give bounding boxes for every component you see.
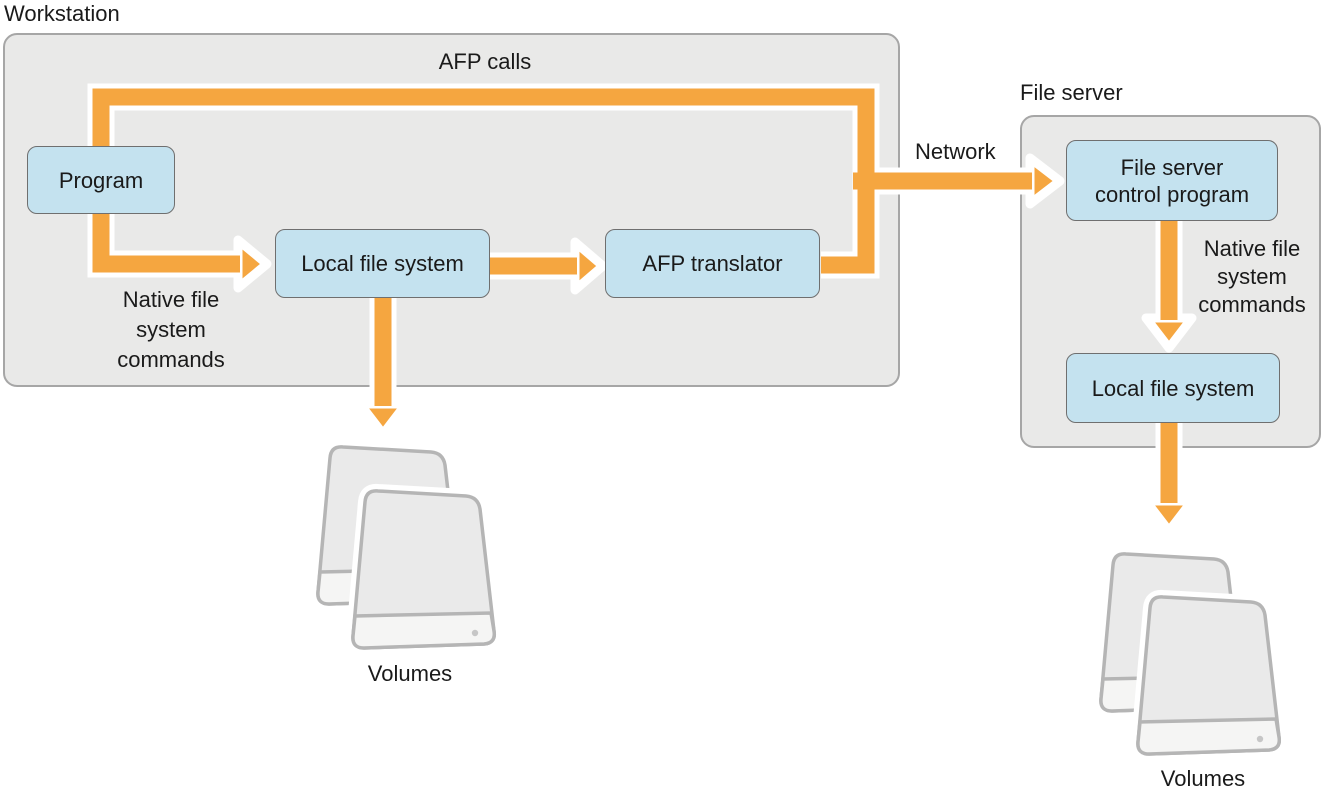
control-program-label-line: control program: [1094, 181, 1250, 207]
volume-drive-icon: [345, 483, 502, 656]
file-server-volumes-icon: [1099, 552, 1287, 762]
control-program-label-line: File server: [1120, 154, 1224, 180]
native-commands-arrowhead: [233, 235, 272, 293]
annotation-line: commands: [1198, 292, 1306, 317]
file-server-native-commands-annotation: Native file system commands: [1198, 235, 1306, 319]
workstation-title: Workstation: [4, 1, 120, 26]
afp-translator-label: AFP translator: [642, 251, 783, 276]
annotation-line: system: [136, 317, 206, 342]
workstation-local-file-system-node: Local file system: [275, 229, 490, 298]
file-server-local-file-system-node: Local file system: [1066, 353, 1280, 423]
file-server-local-file-system-label: Local file system: [1091, 375, 1255, 401]
afp-calls-arrow: [92, 88, 875, 274]
volume-drive-icon: [1130, 589, 1287, 762]
arrow-outlines: [87, 83, 1183, 503]
native-commands-arrow: [92, 210, 240, 273]
network-arrowhead: [1025, 153, 1065, 209]
workstation-native-commands-annotation: Native file system commands: [117, 285, 225, 375]
annotation-line: Native file: [122, 287, 220, 312]
lfs-to-translator-arrowhead: [570, 237, 608, 295]
workstation-local-file-system-label: Local file system: [301, 251, 464, 276]
ws-volumes-arrowhead: [355, 399, 411, 439]
file-server-volumes-label: Volumes: [1160, 766, 1246, 791]
server-commands-arrowhead: [1141, 313, 1197, 353]
annotation-line: Native file: [1203, 236, 1301, 261]
program-node-label: Program: [58, 167, 144, 193]
afp-translator-node: AFP translator: [605, 229, 820, 298]
network-label: Network: [915, 139, 996, 164]
arrow-bands: [92, 88, 1178, 503]
afp-calls-label: AFP calls: [438, 49, 532, 74]
file-server-title: File server: [1020, 80, 1123, 105]
annotation-line: commands: [117, 347, 225, 372]
file-server-control-program-node: File server control program: [1066, 140, 1278, 221]
workstation-volumes-icon: [316, 445, 502, 656]
workstation-volumes-label: Volumes: [367, 661, 453, 686]
annotation-line: system: [1217, 264, 1287, 289]
server-volumes-arrowhead: [1141, 496, 1197, 536]
program-node: Program: [27, 146, 175, 214]
